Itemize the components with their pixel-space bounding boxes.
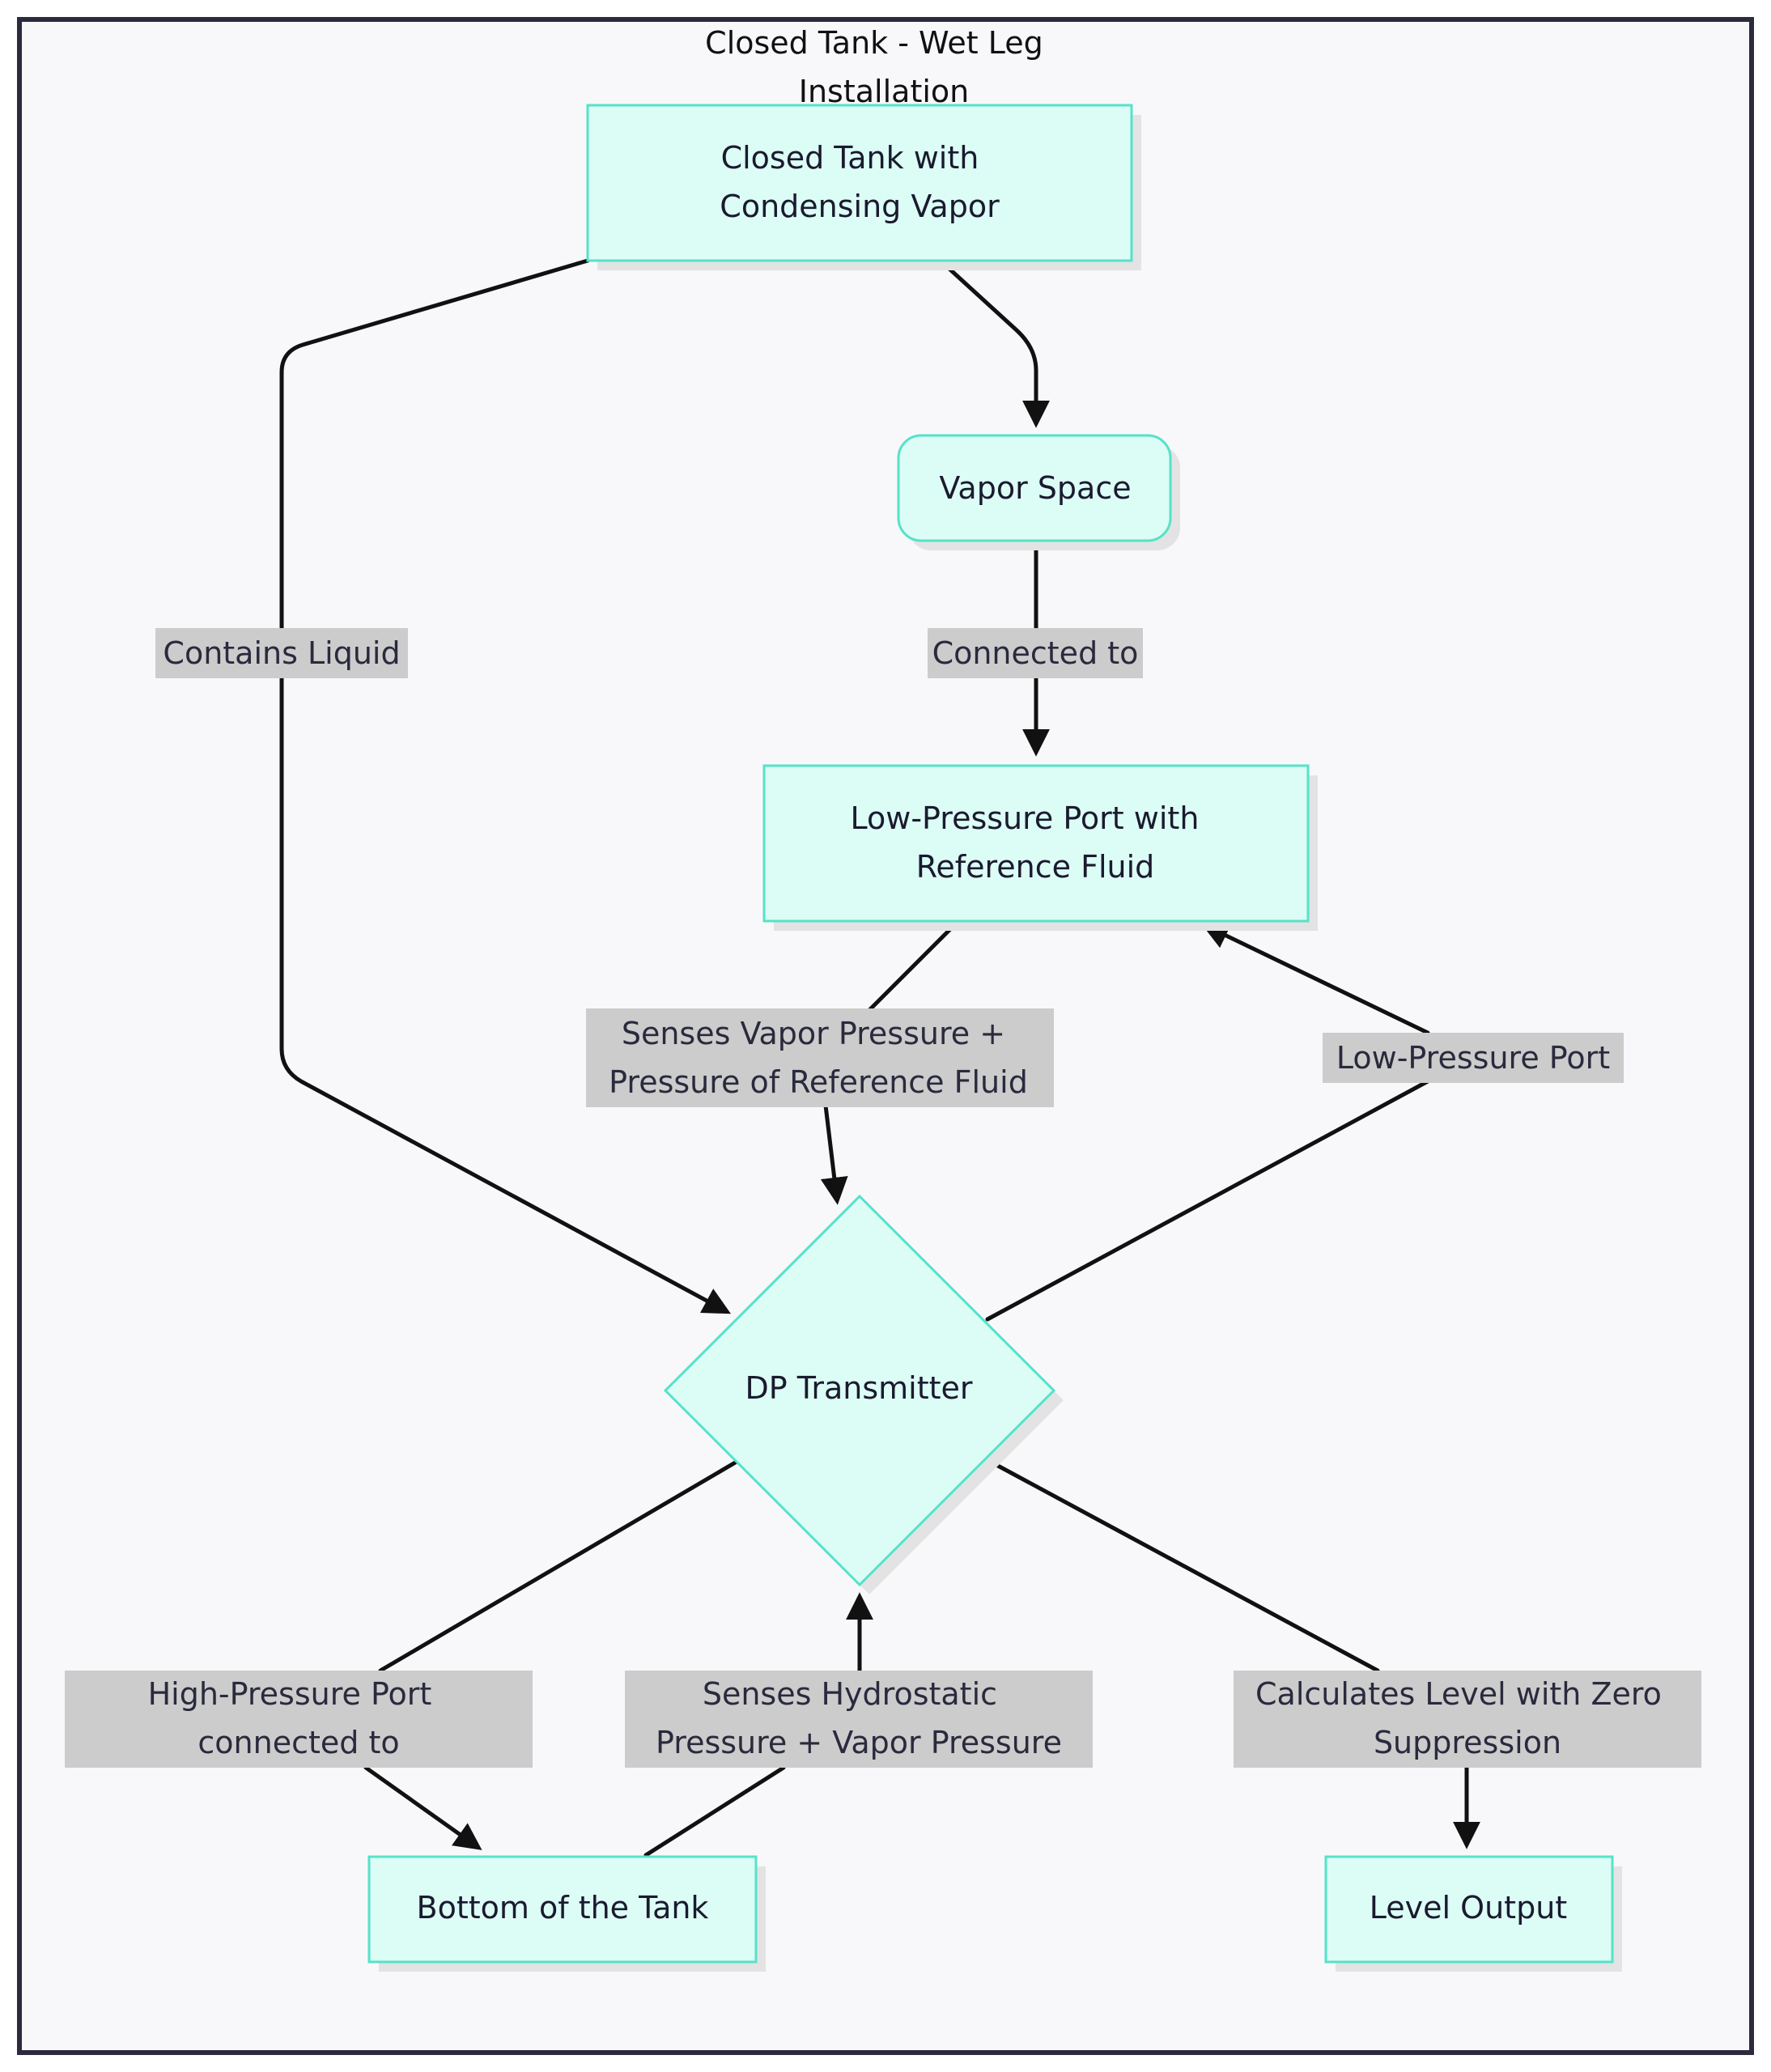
nodes: Closed Tank with Condensing Vapor Vapor … — [367, 104, 1622, 1972]
edge-label-connected-to-text: Connected to — [932, 635, 1139, 671]
svg-text:Low-Pressure Port: Low-Pressure Port — [1336, 1040, 1610, 1076]
edge-label-senses-vapor: Senses Vapor Pressure + Pressure of Refe… — [586, 1008, 1054, 1107]
svg-text:Connected to: Connected to — [932, 635, 1139, 671]
svg-text:Senses Hydrostatic Pre: Senses Hydrostatic Pressure + Vapor Pres… — [656, 1676, 1062, 1760]
edge-label-high-pressure-port-line-1: High-Pressure Port — [148, 1676, 432, 1712]
edge-label-low-pressure-port: Low-Pressure Port — [1323, 1033, 1624, 1083]
node-level-output-text: Level Output — [1370, 1890, 1567, 1926]
node-bottom-of-tank-text: Bottom of the Tank — [417, 1890, 709, 1926]
edge-tank-to-vapor — [940, 260, 1050, 428]
edge-label-senses-vapor-line-2: Pressure of Reference Fluid — [609, 1064, 1028, 1100]
node-low-pressure-port-line-1: Low-Pressure Port with — [850, 800, 1199, 836]
edge-label-contains-liquid: Contains Liquid — [155, 628, 408, 678]
svg-text:Bottom of the Tank: Bottom of the Tank — [417, 1890, 709, 1926]
node-closed-tank[interactable]: Closed Tank with Condensing Vapor — [586, 104, 1141, 270]
node-low-pressure-port[interactable]: Low-Pressure Port with Reference Fluid — [762, 764, 1318, 931]
node-dp-transmitter-text: DP Transmitter — [745, 1370, 972, 1406]
svg-text:Vapor Space: Vapor Space — [939, 470, 1131, 506]
svg-text:Level Output: Level Output — [1370, 1890, 1567, 1926]
edge-label-senses-hydrostatic: Senses Hydrostatic Pressure + Vapor Pres… — [625, 1671, 1093, 1768]
node-dp-transmitter[interactable]: DP Transmitter — [663, 1194, 1064, 1594]
svg-text:High-Pressure Port con: High-Pressure Port connected to — [148, 1676, 442, 1760]
node-vapor-space-text: Vapor Space — [939, 470, 1131, 506]
edge-label-calculates-level-line-1: Calculates Level with Zero — [1255, 1676, 1662, 1712]
edge-label-senses-hydrostatic-line-1: Senses Hydrostatic — [703, 1676, 997, 1712]
node-level-output[interactable]: Level Output — [1324, 1855, 1622, 1972]
edge-senses-vapor — [826, 919, 961, 1199]
node-closed-tank-line-2: Condensing Vapor — [720, 189, 1000, 224]
edge-high-pressure-port — [363, 1459, 739, 1847]
edge-label-senses-vapor-line-1: Senses Vapor Pressure + — [622, 1016, 1005, 1051]
edge-label-high-pressure-port: High-Pressure Port connected to — [65, 1671, 533, 1768]
edge-low-pressure-port — [985, 926, 1430, 1322]
diagram-title-line-2: Installation — [799, 74, 969, 109]
edge-labels: Contains Liquid Connected to Senses Vapo… — [65, 628, 1701, 1768]
node-closed-tank-line-1: Closed Tank with — [721, 140, 979, 176]
svg-text:DP Transmitter: DP Transmitter — [745, 1370, 972, 1406]
edge-label-connected-to: Connected to — [928, 628, 1143, 678]
edge-label-low-pressure-port-text: Low-Pressure Port — [1336, 1040, 1610, 1076]
diagram-title: Closed Tank - Wet Leg Installation — [705, 25, 1053, 109]
node-bottom-of-tank[interactable]: Bottom of the Tank — [367, 1855, 766, 1972]
svg-text:Calculates Level with Zero: Calculates Level with Zero Suppression — [1255, 1676, 1671, 1760]
edge-senses-hydrostatic — [643, 1598, 860, 1858]
svg-text:Contains Liquid: Contains Liquid — [163, 635, 400, 671]
svg-text:Closed Tank with Conde: Closed Tank with Condensing Vapor — [720, 140, 1000, 224]
edge-label-high-pressure-port-line-2: connected to — [197, 1725, 399, 1760]
svg-text:Low-Pressure Port with: Low-Pressure Port with Reference Fluid — [850, 800, 1208, 885]
edge-label-calculates-level: Calculates Level with Zero Suppression — [1234, 1671, 1701, 1768]
svg-text:Senses Vapor Pressure +: Senses Vapor Pressure + Pressure of Refe… — [609, 1016, 1028, 1100]
edge-contains-liquid — [279, 258, 731, 1314]
node-vapor-space[interactable]: Vapor Space — [897, 434, 1180, 550]
edges — [279, 258, 1467, 1858]
edge-label-contains-liquid-text: Contains Liquid — [163, 635, 400, 671]
node-low-pressure-port-line-2: Reference Fluid — [916, 849, 1155, 885]
diagram-title-line-1: Closed Tank - Wet Leg — [705, 25, 1043, 61]
edge-calculates-level — [985, 1458, 1467, 1844]
edge-label-senses-hydrostatic-line-2: Pressure + Vapor Pressure — [656, 1725, 1062, 1760]
edge-label-calculates-level-line-2: Suppression — [1374, 1725, 1561, 1760]
